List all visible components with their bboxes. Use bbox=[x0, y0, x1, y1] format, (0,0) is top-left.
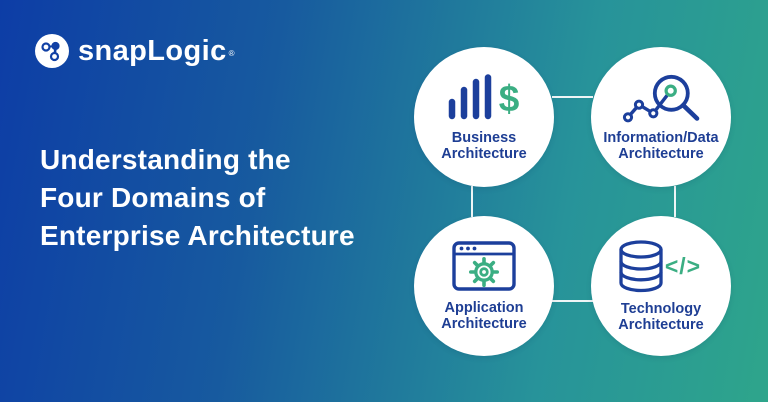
page-title-line: Enterprise Architecture bbox=[40, 220, 355, 251]
code-glyph: </> bbox=[665, 253, 701, 279]
database-code-icon: </> bbox=[619, 239, 701, 292]
snaplogic-logo-icon bbox=[35, 34, 69, 68]
domain-business-architecture: $ Business Architecture bbox=[414, 47, 554, 187]
domain-label: Business Architecture bbox=[441, 129, 527, 162]
brand-wordmark: snapLogic bbox=[78, 35, 227, 67]
domain-label: Information/Data Architecture bbox=[603, 129, 719, 162]
snaplogic-logo: snapLogic ® bbox=[35, 34, 235, 68]
browser-gear-icon bbox=[452, 240, 516, 291]
page-title: Understanding the Four Domains of Enterp… bbox=[40, 141, 420, 255]
domain-information-data-architecture: Information/Data Architecture bbox=[591, 47, 731, 187]
domain-technology-architecture: </> Technology Architecture bbox=[591, 216, 731, 356]
domain-application-architecture: Application Architecture bbox=[414, 216, 554, 356]
domain-label: Technology Architecture bbox=[618, 300, 704, 333]
registered-trademark: ® bbox=[228, 48, 235, 58]
connector-top bbox=[552, 96, 593, 98]
dollar-glyph: $ bbox=[499, 78, 520, 119]
page-title-line: Understanding the bbox=[40, 144, 291, 175]
domain-label: Application Architecture bbox=[441, 299, 527, 332]
bar-chart-dollar-icon: $ bbox=[448, 73, 520, 119]
connector-left bbox=[471, 186, 473, 217]
connector-right bbox=[674, 186, 676, 217]
magnifier-data-icon bbox=[622, 74, 700, 122]
connector-bottom bbox=[552, 300, 593, 302]
page-title-line: Four Domains of bbox=[40, 182, 266, 213]
